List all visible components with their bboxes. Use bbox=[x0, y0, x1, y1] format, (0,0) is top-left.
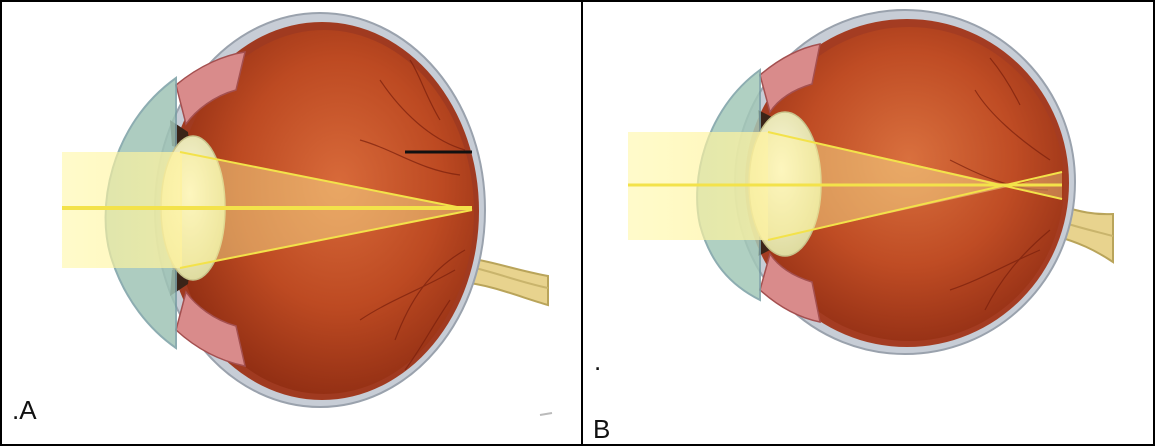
eye-diagram-b bbox=[628, 10, 1113, 354]
panel-a-label: .A bbox=[12, 397, 37, 423]
panel-b-mark: . bbox=[594, 348, 601, 374]
panel-b-label: B bbox=[593, 416, 610, 442]
eye-diagram-a bbox=[62, 13, 552, 415]
